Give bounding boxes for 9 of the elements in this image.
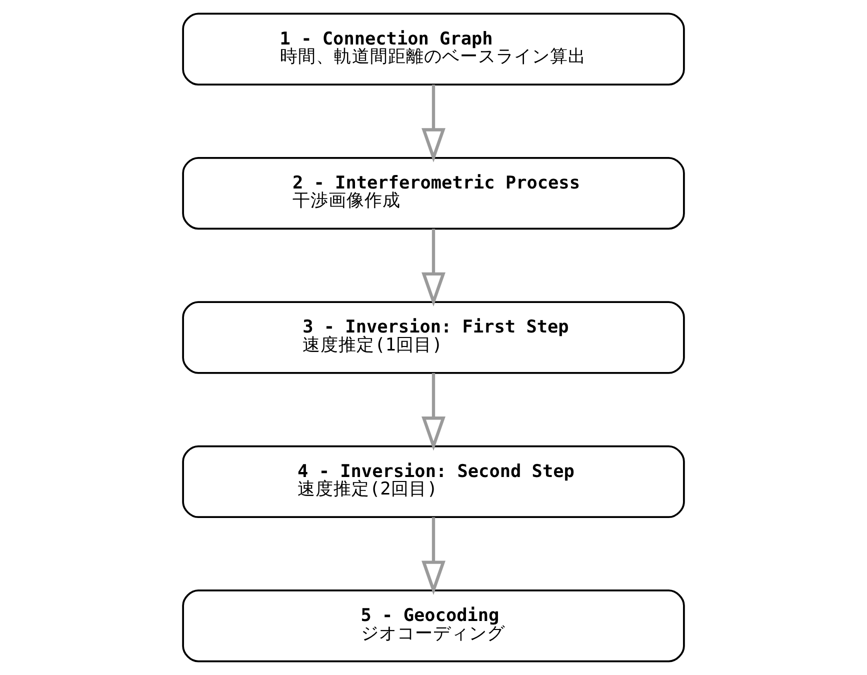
node-box: 2 - Interferometric Process 干渉画像作成 bbox=[182, 156, 685, 230]
node-box: 4 - Inversion: Second Step 速度推定(2回目) bbox=[182, 445, 685, 518]
node-box: 5 - Geocoding ジオコーディング bbox=[182, 590, 685, 662]
node-box: 3 - Inversion: First Step 速度推定(1回目) bbox=[182, 301, 685, 374]
arrow bbox=[422, 373, 446, 451]
arrow bbox=[422, 84, 446, 162]
arrow bbox=[422, 517, 446, 595]
arrow bbox=[422, 228, 446, 307]
node-box: 1 - Connection Graph 時間、軌道間距離のベースライン算出 bbox=[182, 12, 685, 86]
